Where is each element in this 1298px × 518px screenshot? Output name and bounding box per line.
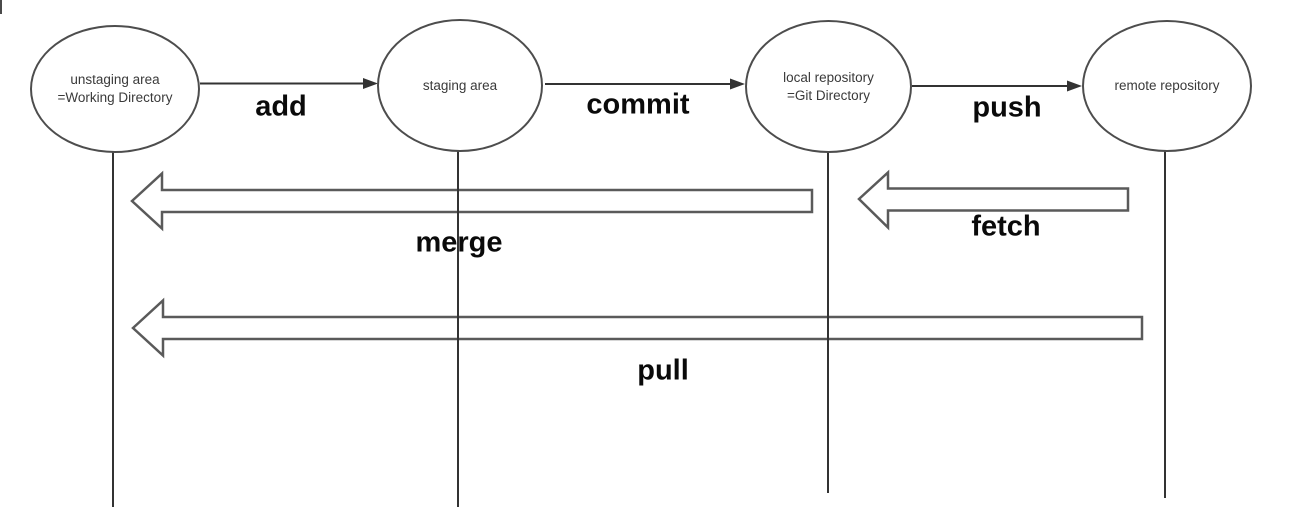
node-unstaging-area: unstaging area =Working Directory — [30, 25, 200, 153]
merge-arrow — [130, 170, 814, 232]
node-staging-area-line1: staging area — [422, 77, 498, 93]
push-label: push — [972, 91, 1042, 124]
fetch-label: fetch — [971, 210, 1041, 243]
corner-artifact — [0, 0, 2, 14]
node-local-repository-line1: local repository — [783, 69, 874, 85]
pull-arrow — [131, 297, 1144, 359]
add-label: add — [255, 90, 307, 123]
node-unstaging-area-line1: unstaging area — [70, 72, 160, 88]
commit-arrow-head — [730, 78, 745, 90]
pull-label: pull — [637, 354, 689, 387]
node-local-repository: local repository =Git Directory — [745, 20, 912, 153]
commit-label: commit — [586, 88, 690, 121]
node-unstaging-area-line2: =Working Directory — [57, 90, 173, 105]
push-arrow-head — [1067, 80, 1082, 92]
fetch-arrow — [857, 169, 1130, 231]
node-local-repository-line2: =Git Directory — [787, 87, 870, 103]
node-staging-area: staging area — [377, 19, 543, 152]
merge-label: merge — [415, 226, 503, 259]
node-remote-repository: remote repository — [1082, 20, 1252, 152]
add-arrow-head — [363, 78, 378, 89]
node-remote-repository-line1: remote repository — [1114, 78, 1220, 94]
